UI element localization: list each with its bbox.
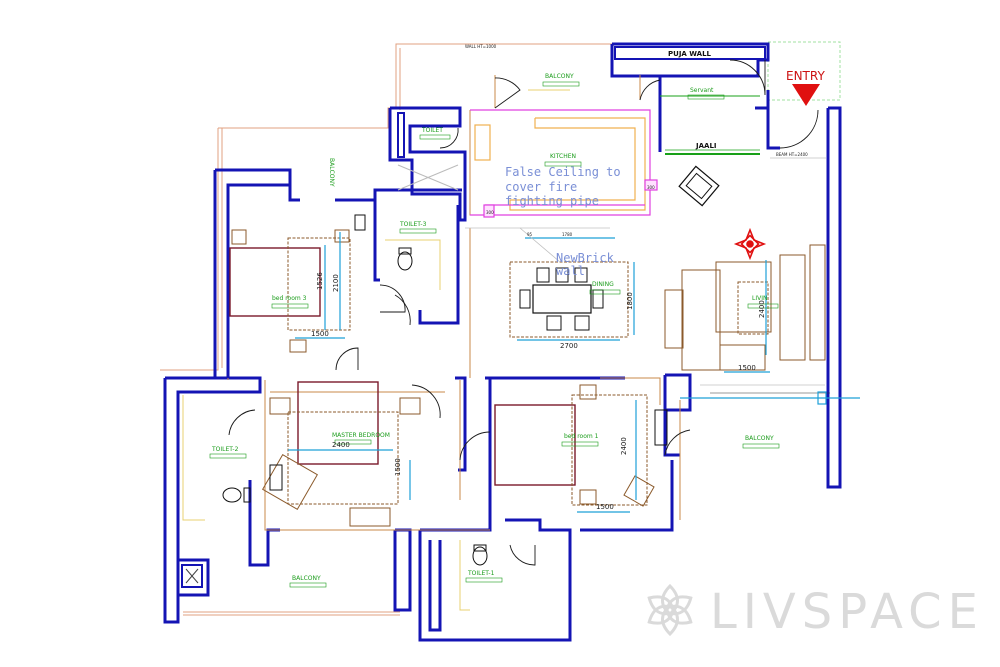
furniture (185, 164, 826, 584)
walls (163, 42, 842, 642)
false-ceiling-line-1: False Ceiling to (505, 165, 621, 179)
dim-bed1-h: 2400 (620, 437, 628, 455)
dimension-lines (288, 232, 860, 513)
dimension-labels: 1526 2100 1500 2700 1800 2400 1500 2400 … (311, 232, 766, 511)
jaali-label: JAALI (695, 142, 717, 150)
room-bedroom-1: bed room 1 (564, 433, 599, 440)
room-servant: Servant (690, 87, 714, 94)
doors (228, 59, 819, 566)
new-brick-line-2: wall (556, 264, 585, 278)
dim-dining-h: 1800 (626, 292, 634, 310)
kitchen-pink-dim-2: 300 (486, 210, 494, 215)
kitchen-counter (474, 117, 646, 211)
dim-kitchen-2: 1780 (562, 232, 573, 237)
room-master-bedroom: MASTER BEDROOM (332, 432, 390, 439)
room-balcony-top: BALCONY (545, 73, 574, 80)
dim-kitchen-1: 95 (527, 232, 533, 237)
room-toilet-3: TOILET-3 (399, 221, 427, 228)
dim-master-h: 1500 (394, 458, 402, 476)
beam-height-label: BEAM HT=2400 (776, 152, 808, 157)
room-toilet-2: TOILET-2 (211, 446, 239, 453)
room-dining: DINING (592, 281, 614, 288)
puja-wall-label: PUJA WALL (668, 50, 712, 58)
entry-arrow-icon (792, 84, 820, 106)
beam-lines (465, 157, 826, 386)
dim-bed3-h: 2100 (332, 274, 340, 292)
room-bedroom-3: bed room 3 (272, 295, 307, 302)
livspace-logo-icon (647, 583, 693, 637)
partitions (227, 75, 681, 531)
dim-bed1-w: 1500 (596, 503, 614, 511)
dim-master-w: 2400 (332, 441, 350, 449)
room-toilet-1: TOILET-1 (467, 570, 495, 577)
dim-dining-w: 2700 (560, 342, 578, 350)
false-ceiling-line-2: cover fire (505, 180, 577, 194)
false-ceiling-line-3: fighting pipe (505, 194, 599, 208)
room-kitchen: KITCHEN (550, 153, 576, 160)
room-balcony-bottom: BALCONY (292, 575, 321, 582)
annotations: PUJA WALL JAALI ENTRY WALL HT=1000 BEAM … (465, 44, 825, 278)
false-ceiling-outline (470, 109, 658, 218)
jaali-screen (660, 95, 760, 155)
room-balcony-left: BALCONY (328, 158, 335, 187)
dim-living-w: 1500 (738, 364, 756, 372)
entry-label: ENTRY (786, 69, 825, 83)
dim-living-h: 2400 (758, 300, 766, 318)
kitchen-pink-dim-1: 300 (647, 185, 655, 190)
wall-height-label: WALL HT=1000 (465, 44, 497, 49)
dim-bed3-w: 1500 (311, 330, 329, 338)
dim-bed3-h2: 1526 (316, 272, 324, 290)
new-brick-line-1: NewBrick (556, 251, 615, 265)
room-toilet-small: TOILET (421, 127, 443, 134)
room-labels: BALCONY Servant TOILET KITCHEN BALCONY T… (209, 73, 780, 588)
compass-star-icon (733, 227, 767, 261)
room-balcony-right: BALCONY (745, 435, 774, 442)
livspace-watermark: LIVSPACE (647, 583, 984, 640)
watermark-text: LIVSPACE (710, 584, 984, 640)
wet-area-lines (182, 89, 570, 611)
room-living: LIVIN (752, 295, 767, 302)
